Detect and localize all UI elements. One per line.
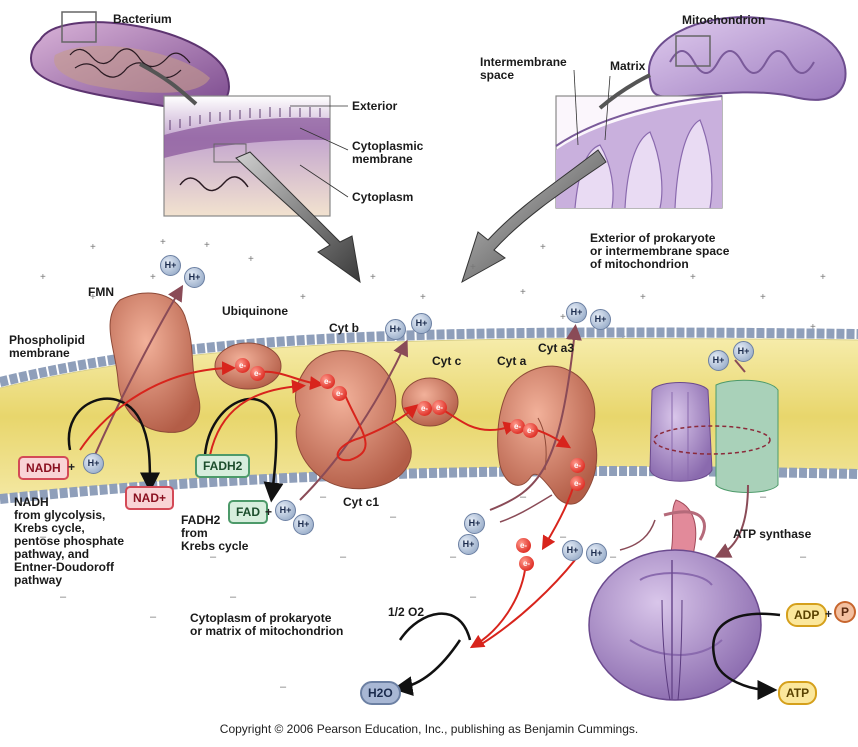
h-ion: H+ <box>385 319 406 340</box>
h-ion: H+ <box>411 313 432 334</box>
svg-text:+: + <box>40 272 46 283</box>
svg-text:+: + <box>520 287 526 298</box>
h-ion: H+ <box>160 255 181 276</box>
h-ion: H+ <box>562 540 583 561</box>
adp-plus: + <box>825 607 832 621</box>
h-ion: H+ <box>733 341 754 362</box>
ubiquinone-label: Ubiquinone <box>222 305 288 318</box>
cyt-c-molecule <box>402 378 458 426</box>
fadh2-source-note: FADH2 from Krebs cycle <box>181 514 248 553</box>
cyt-c-label: Cyt c <box>432 355 461 368</box>
svg-text:+: + <box>150 272 156 283</box>
svg-text:–: – <box>800 551 807 563</box>
svg-text:+: + <box>248 254 254 265</box>
h-ion: H+ <box>293 514 314 535</box>
interior-region-label: Cytoplasm of prokaryote or matrix of mit… <box>190 612 343 638</box>
bacterium-illustration <box>31 12 229 110</box>
svg-text:–: – <box>340 551 347 563</box>
intermembrane-space-label: Intermembrane space <box>480 56 567 82</box>
h-ion: H+ <box>464 513 485 534</box>
fadh2-chip: FADH2 <box>195 454 250 478</box>
nadh-chip: NADH <box>18 456 69 480</box>
h-ion: H+ <box>275 500 296 521</box>
svg-text:+: + <box>204 240 210 251</box>
adp-chip: ADP <box>786 603 827 627</box>
svg-text:–: – <box>610 551 617 563</box>
svg-text:–: – <box>760 491 767 503</box>
electron: e- <box>523 423 538 438</box>
nadh-source-note: NADH from glycolysis, Krebs cycle, pento… <box>14 496 124 587</box>
water-chip: H2O <box>360 681 401 705</box>
svg-text:–: – <box>280 681 287 693</box>
electron: e- <box>516 538 531 553</box>
svg-text:+: + <box>540 242 546 253</box>
h-ion: H+ <box>586 543 607 564</box>
svg-text:+: + <box>470 262 476 273</box>
h-ion: H+ <box>590 309 611 330</box>
electron: e- <box>570 476 585 491</box>
svg-text:+: + <box>160 237 166 248</box>
svg-text:–: – <box>150 611 157 623</box>
cyt-a3-label: Cyt a3 <box>538 342 574 355</box>
cyt-b-label: Cyt b <box>329 322 359 335</box>
phospholipid-membrane-label: Phospholipid membrane <box>9 334 85 360</box>
electron: e- <box>570 458 585 473</box>
h-ion: H+ <box>708 350 729 371</box>
svg-text:+: + <box>370 272 376 283</box>
h-ion: H+ <box>184 267 205 288</box>
exterior-region-label: Exterior of prokaryote or intermembrane … <box>590 232 729 271</box>
atp-chip: ATP <box>778 681 817 705</box>
mitochondrion-label: Mitochondrion <box>682 14 765 27</box>
electron: e- <box>320 374 335 389</box>
svg-text:+: + <box>820 272 826 283</box>
electron: e- <box>332 386 347 401</box>
svg-text:–: – <box>390 511 397 523</box>
exterior-label: Exterior <box>352 100 397 113</box>
svg-text:+: + <box>420 292 426 303</box>
svg-text:+: + <box>90 242 96 253</box>
svg-text:–: – <box>450 551 457 563</box>
phosphate-chip: P <box>834 601 856 623</box>
h-ion: H+ <box>458 534 479 555</box>
electron: e- <box>519 556 534 571</box>
matrix-label: Matrix <box>610 60 645 73</box>
svg-text:+: + <box>640 292 646 303</box>
cyt-c1-label: Cyt c1 <box>343 496 379 509</box>
half-oxygen-label: 1/2 O2 <box>388 606 424 619</box>
svg-text:+: + <box>300 292 306 303</box>
h-ion: H+ <box>566 302 587 323</box>
copyright-notice: Copyright © 2006 Pearson Education, Inc.… <box>0 722 858 736</box>
fmn-label: FMN <box>88 286 114 299</box>
svg-text:–: – <box>230 591 237 603</box>
nad-chip: NAD+ <box>125 486 174 510</box>
cyt-a-label: Cyt a <box>497 355 526 368</box>
nadh-plus: + <box>68 460 75 474</box>
cytoplasm-label: Cytoplasm <box>352 191 413 204</box>
h-ion: H+ <box>83 453 104 474</box>
bacterium-inset <box>164 96 348 216</box>
atp-synthase-label: ATP synthase <box>733 528 811 541</box>
fad-plus: + <box>265 505 272 519</box>
svg-text:+: + <box>760 292 766 303</box>
svg-text:–: – <box>60 591 67 603</box>
electron: e- <box>235 358 250 373</box>
svg-text:+: + <box>690 272 696 283</box>
electron: e- <box>417 401 432 416</box>
svg-text:–: – <box>320 491 327 503</box>
cytoplasmic-membrane-label: Cytoplasmic membrane <box>352 140 423 166</box>
svg-text:–: – <box>470 591 477 603</box>
mitochondrion-illustration <box>649 17 846 100</box>
bacterium-label: Bacterium <box>113 13 172 26</box>
electron: e- <box>250 366 265 381</box>
electron: e- <box>432 400 447 415</box>
